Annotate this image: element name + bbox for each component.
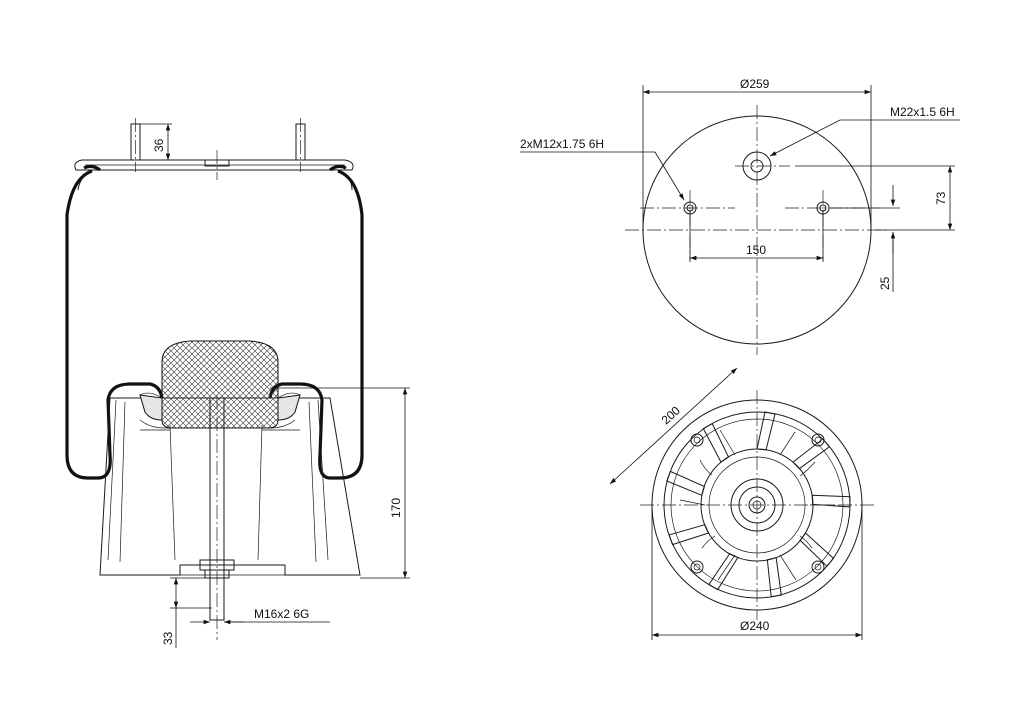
dim-diagonal: 200 [659, 403, 683, 427]
dim-height-top: 36 [152, 138, 166, 152]
dim-center-thread: M22x1.5 6H [890, 105, 955, 119]
dim-bottom-diameter: Ø240 [740, 619, 770, 633]
bellow [65, 169, 364, 480]
top-plate [74, 159, 354, 171]
center-port-inner [750, 159, 764, 173]
bottom-view: 200 Ø240 [609, 367, 875, 640]
bump-stop [161, 340, 279, 429]
dim-side-threads: 2xM12x1.75 6H [520, 137, 604, 151]
dim-offset-lower: 25 [878, 276, 892, 290]
center-port-outer [742, 151, 772, 181]
dim-stud-length: 33 [161, 631, 175, 645]
dim-offset-upper: 73 [934, 191, 948, 205]
dim-hole-spacing: 150 [746, 243, 766, 257]
dim-height-piston: 170 [389, 498, 403, 518]
side-view: 36 170 33 M16x2 6G [65, 118, 410, 648]
dim-stud-thread: M16x2 6G [254, 607, 309, 621]
dim-top-diameter: Ø259 [740, 77, 770, 91]
top-view: Ø259 M22x1.5 6H 2xM12x1.75 6H 150 73 25 [520, 77, 960, 355]
